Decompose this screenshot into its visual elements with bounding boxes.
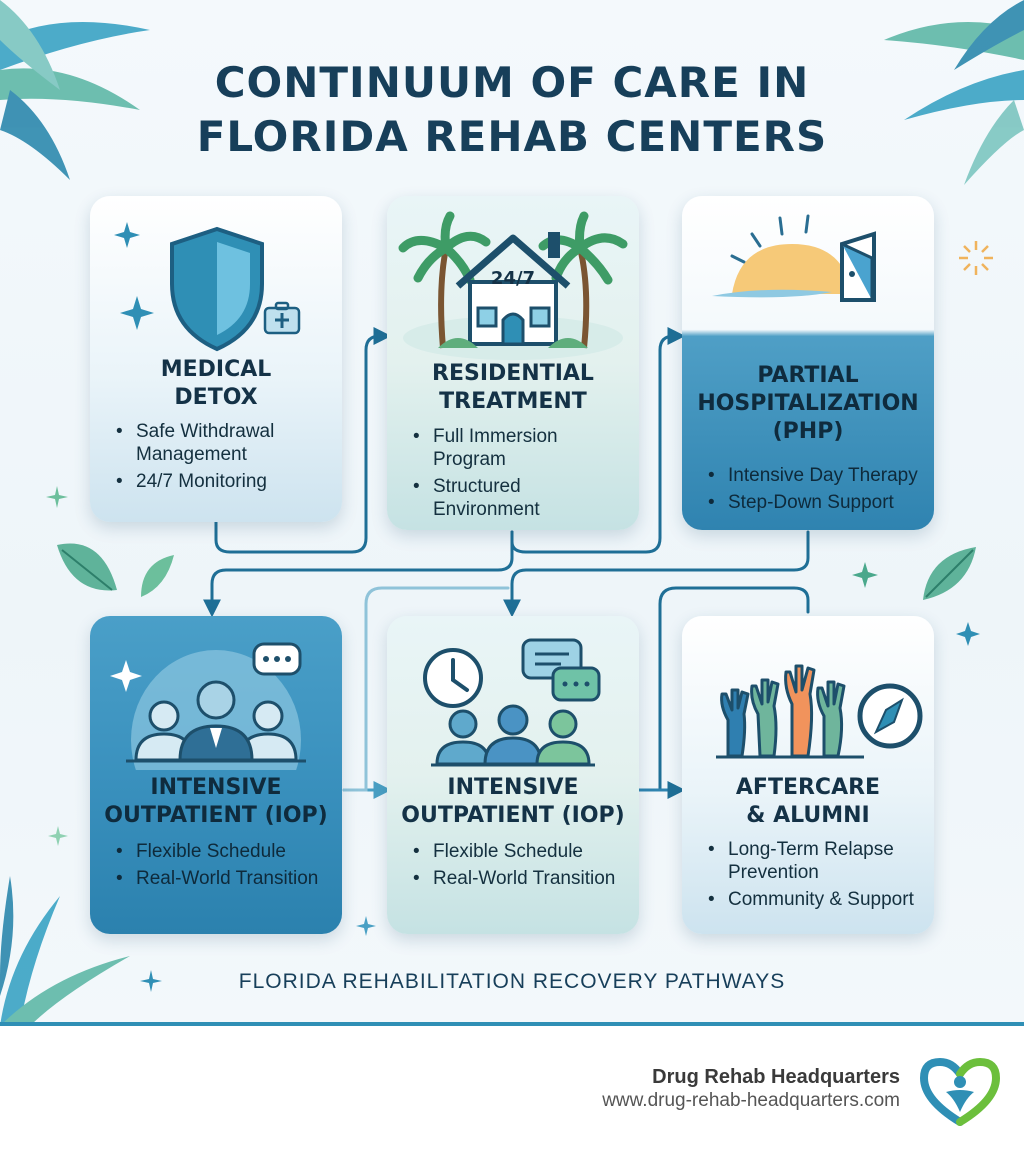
palm-leaf-bottom-left-icon — [0, 876, 130, 1026]
medical-kit-icon — [263, 301, 301, 335]
bullet-item: Safe Withdrawal Management — [114, 420, 334, 466]
infographic-canvas: CONTINUUM OF CARE IN FLORIDA REHAB CENTE… — [0, 0, 1024, 1026]
monstera-leaf-right-icon — [923, 547, 976, 600]
bullet-item: Long-Term Relapse Prevention — [706, 838, 926, 884]
sunrise-door-icon — [712, 214, 876, 302]
sparkle-icon — [140, 970, 162, 992]
sparkle-icon — [356, 916, 376, 936]
sparkle-icon — [956, 622, 980, 646]
card-bullets: Intensive Day Therapy Step-Down Support — [706, 464, 926, 518]
clock-chat-group-icon — [423, 638, 601, 767]
bullet-item: Flexible Schedule — [411, 840, 631, 863]
card-title: AFTERCARE& ALUMNI — [735, 775, 881, 828]
palm-leaf-top-left-icon — [0, 0, 150, 180]
brand-name: Drug Rehab Headquarters — [652, 1066, 900, 1088]
sun-ornament-right-icon — [959, 241, 993, 275]
connector-detox-to-iop — [203, 530, 514, 618]
divider — [0, 1022, 1024, 1026]
connector-detox-to-residential — [214, 327, 392, 554]
card-bullets: Flexible Schedule Real-World Transition — [114, 840, 334, 894]
sparkle-icon — [114, 222, 140, 248]
sparkle-icon — [120, 296, 154, 330]
sparkle-icon — [46, 486, 68, 508]
heart-people-logo — [919, 1058, 1001, 1126]
house-icon — [398, 211, 628, 360]
connector-php-to-iop — [503, 530, 810, 618]
bullet-item: Community & Support — [706, 888, 926, 911]
bullet-item: Full Immersion Program — [411, 425, 631, 471]
card-bullets: Flexible Schedule Real-World Transition — [411, 840, 631, 894]
brand-url[interactable]: www.drug-rehab-headquarters.com — [602, 1090, 900, 1111]
bullet-item: Step-Down Support — [706, 491, 926, 514]
monstera-leaf-left-icon — [57, 543, 117, 591]
card-aftercare-alumni: AFTERCARE& ALUMNI Long-Term Relapse Prev… — [682, 616, 934, 934]
bullet-item: Intensive Day Therapy — [706, 464, 926, 487]
house-badge-label: 24/7 — [490, 268, 536, 289]
bullet-item: Real-World Transition — [114, 867, 334, 890]
connector-residential-to-php — [510, 327, 686, 554]
connector-php-to-aftercare — [658, 586, 810, 792]
card-bullets: Full Immersion Program Structured Enviro… — [411, 425, 631, 525]
raised-hands-compass-icon — [716, 664, 923, 759]
card-bullets: Safe Withdrawal Management 24/7 Monitori… — [114, 420, 334, 497]
leaf-small-left-icon — [141, 555, 174, 597]
card-bullets: Long-Term Relapse Prevention Community &… — [706, 838, 926, 915]
bullet-item: Flexible Schedule — [114, 840, 334, 863]
group-icon — [110, 642, 306, 770]
sparkle-icon — [852, 562, 878, 588]
flow-connectors — [203, 327, 810, 799]
bullet-item: 24/7 Monitoring — [114, 470, 334, 493]
connector-iop-loop — [342, 586, 510, 792]
palm-leaf-top-right-icon — [884, 0, 1024, 185]
shield-icon — [170, 226, 264, 352]
footer-tagline: FLORIDA REHABILITATION RECOVERY PATHWAYS — [238, 970, 786, 993]
page-title-line-2: FLORIDA REHAB CENTERS — [196, 112, 828, 161]
bullet-item: Structured Environment — [411, 475, 631, 521]
page-title-line-1: CONTINUUM OF CARE IN — [214, 58, 810, 107]
bullet-item: Real-World Transition — [411, 867, 631, 890]
sparkle-icon — [48, 826, 68, 846]
